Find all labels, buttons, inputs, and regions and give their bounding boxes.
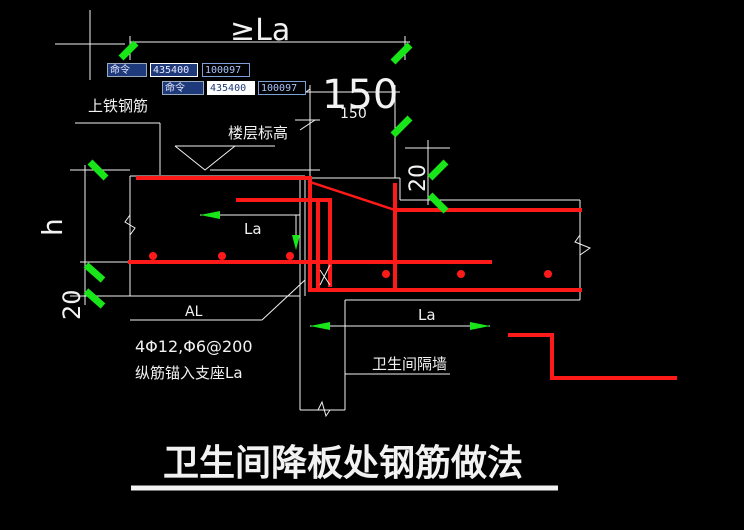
label-150-large: 150 (322, 72, 398, 118)
label-20-right: 20 (406, 164, 431, 192)
label-150-small: 150 (340, 106, 367, 122)
dimension-150 (301, 85, 400, 178)
label-anchor-note: 纵筋锚入支座La (135, 364, 243, 382)
command-value-2[interactable]: 435400 (207, 81, 255, 95)
label-rebar-spec: 4Φ12,Φ6@200 (135, 337, 253, 356)
label-al: AL (185, 304, 203, 320)
label-la-left: La (244, 220, 262, 238)
label-top-rebar: 上铁钢筋 (88, 97, 148, 115)
command-label-1: 命令 (107, 63, 147, 77)
command-value2-1[interactable]: 100097 (202, 63, 250, 77)
command-label-2: 命令 (162, 81, 204, 95)
label-partition-wall: 卫生间隔墙 (372, 355, 447, 373)
command-value-1[interactable]: 435400 (150, 63, 198, 77)
rebar-lines (128, 176, 677, 380)
al-leader (130, 279, 306, 321)
dimension-right (405, 140, 450, 205)
dimension-arrow-small (319, 264, 331, 286)
rebar-dots (149, 252, 552, 278)
dimension-la-bottom (310, 322, 490, 330)
drawing-title: 卫生间降板处钢筋做法 (163, 443, 523, 484)
label-la-bottom: La (418, 306, 436, 324)
crosshair-cursor (55, 10, 125, 80)
label-h: h (36, 218, 69, 236)
leader-lines (75, 119, 320, 175)
dimension-left (70, 165, 130, 305)
selection-grips[interactable] (83, 40, 449, 309)
label-20-left: 20 (58, 289, 86, 320)
command-value2-2[interactable]: 100097 (258, 81, 306, 95)
label-ge-la: ≥La (230, 13, 290, 48)
label-floor-elevation: 楼层标高 (228, 124, 288, 142)
arrow-la-left (200, 211, 300, 250)
